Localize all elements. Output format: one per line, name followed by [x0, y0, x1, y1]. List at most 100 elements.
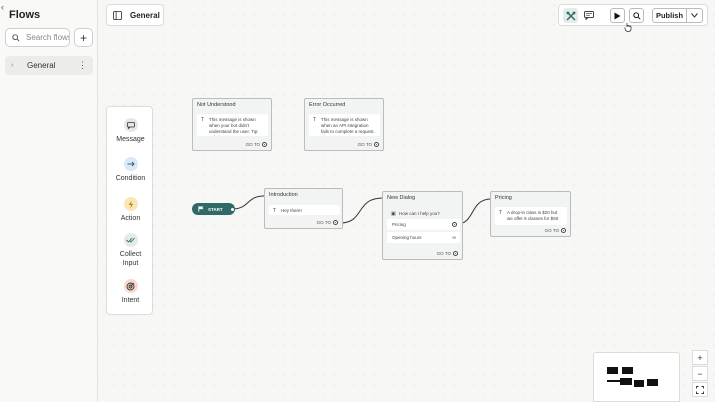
collapse-icon[interactable]: ‹ — [1, 2, 4, 12]
node-message-text: Hey there! — [281, 208, 302, 213]
text-icon: T — [499, 210, 503, 216]
goto-label: GO TO — [316, 220, 331, 225]
output-port-icon[interactable] — [333, 220, 338, 225]
flag-icon — [198, 206, 204, 212]
comments-button[interactable] — [581, 8, 596, 23]
palette-label-intent: Intent — [121, 297, 140, 304]
minus-icon: − — [697, 368, 703, 379]
current-flow-tab[interactable]: General — [106, 4, 164, 26]
zoom-out-button[interactable]: − — [692, 366, 708, 381]
run-button[interactable] — [610, 8, 625, 23]
arrow-right-icon — [123, 157, 138, 171]
palette-label-message: Message — [116, 136, 145, 143]
double-check-icon — [123, 233, 138, 247]
choice-pricing[interactable]: Pricing — [387, 219, 460, 230]
node-message-text: A drop-in class is $20 but we offer 6 cl… — [507, 210, 559, 221]
message-icon — [123, 118, 138, 132]
node-pricing[interactable]: Pricing T A drop-in class is $20 but we … — [490, 191, 571, 237]
tools-button[interactable] — [563, 8, 578, 23]
node-title: Introduction — [269, 192, 298, 198]
play-icon — [614, 12, 621, 19]
node-error-occurred[interactable]: Error Occurred T This message is shown w… — [304, 98, 384, 151]
target-icon — [123, 279, 138, 293]
fit-view-icon — [696, 385, 704, 394]
more-options-icon[interactable]: ⋮ — [78, 60, 87, 70]
sidebar-toggle-icon[interactable] — [113, 10, 122, 20]
palette-label-action: Action — [120, 215, 141, 222]
node-message-text: This message is shown when an API integr… — [321, 117, 375, 136]
chevron-down-icon — [691, 13, 698, 18]
node-introduction[interactable]: Introduction T Hey there! GO TO — [264, 188, 343, 229]
output-port-icon[interactable] — [229, 206, 235, 212]
text-icon: T — [273, 208, 277, 214]
node-question[interactable]: ▣ How can I help you? — [387, 208, 460, 218]
add-flow-button[interactable]: + — [74, 28, 93, 47]
node-palette: Message Condition Action Collect Input I… — [106, 106, 153, 315]
output-port-icon[interactable] — [452, 222, 457, 227]
choice-label: Pricing — [392, 222, 406, 227]
node-new-dialog[interactable]: New Dialog ▣ How can I help you? Pricing… — [382, 191, 463, 260]
publish-button[interactable]: Publish — [652, 8, 687, 23]
goto-handle[interactable]: GO TO — [545, 228, 566, 233]
lightning-icon — [123, 197, 138, 211]
output-port-icon[interactable] — [374, 142, 379, 147]
palette-item-message[interactable]: Message — [107, 118, 154, 144]
node-not-understood[interactable]: Not Understood T This message is shown w… — [192, 98, 272, 151]
choice-opening-hours[interactable]: Opening hours ∞ — [387, 232, 460, 243]
node-message[interactable]: T Hey there! — [269, 205, 340, 215]
sidebar-title: Flows — [9, 9, 41, 21]
minimap-node — [607, 367, 618, 374]
goto-handle[interactable]: GO TO — [358, 142, 379, 147]
hand-cursor-icon — [624, 23, 632, 32]
palette-label-condition: Condition — [115, 175, 146, 182]
chevron-right-icon[interactable]: › — [11, 62, 14, 69]
minimap-node — [622, 367, 633, 374]
goto-label: GO TO — [245, 142, 260, 147]
goto-label: GO TO — [357, 142, 372, 147]
sidebar-item-general[interactable]: › General ⋮ — [5, 56, 93, 75]
comment-icon — [583, 11, 594, 20]
goto-label: GO TO — [544, 228, 559, 233]
text-icon: ▣ — [391, 211, 396, 217]
goto-label: GO TO — [436, 251, 451, 256]
link-icon: ∞ — [452, 234, 456, 241]
goto-handle[interactable]: GO TO — [317, 220, 338, 225]
node-question-text: How can I help you? — [399, 211, 440, 216]
zoom-in-button[interactable]: + — [692, 350, 708, 365]
node-message[interactable]: T This message is shown when an API inte… — [309, 114, 380, 136]
search-icon — [632, 11, 641, 20]
output-port-icon[interactable] — [453, 251, 458, 256]
palette-item-intent[interactable]: Intent — [107, 279, 154, 305]
palette-item-collect-input[interactable]: Collect Input — [107, 233, 154, 268]
palette-label-collect-input: Collect Input — [119, 251, 142, 267]
output-port-icon[interactable] — [561, 228, 566, 233]
sidebar-item-label: General — [27, 61, 56, 70]
node-title: Not Understood — [197, 102, 236, 108]
current-flow-title: General — [130, 10, 160, 20]
node-title: Error Occurred — [309, 102, 346, 108]
palette-item-action[interactable]: Action — [107, 197, 154, 223]
flows-sidebar: ‹ Flows Search flows + › General ⋮ — [0, 0, 98, 402]
text-icon: T — [201, 117, 205, 123]
search-placeholder: Search flows — [26, 33, 70, 42]
node-message-text: This message is shown when your bot didn… — [209, 117, 259, 136]
minimap[interactable] — [593, 352, 680, 402]
start-node[interactable]: START — [192, 203, 235, 215]
text-icon: T — [313, 117, 317, 123]
minimap-node — [620, 378, 632, 385]
search-input[interactable]: Search flows — [5, 28, 70, 47]
search-icon — [12, 33, 20, 42]
choice-label: Opening hours — [392, 235, 422, 240]
goto-handle[interactable]: GO TO — [246, 142, 267, 147]
node-title: Pricing — [495, 195, 512, 201]
goto-handle[interactable]: GO TO — [437, 251, 458, 256]
fit-view-button[interactable] — [692, 382, 708, 397]
node-message[interactable]: T This message is shown when your bot di… — [197, 114, 268, 136]
preview-button[interactable] — [629, 8, 644, 23]
output-port-icon[interactable] — [262, 142, 267, 147]
node-message[interactable]: T A drop-in class is $20 but we offer 6 … — [495, 207, 567, 225]
minimap-node — [607, 380, 621, 382]
minimap-node — [634, 380, 644, 387]
palette-item-condition[interactable]: Condition — [107, 157, 154, 183]
publish-dropdown[interactable] — [687, 8, 703, 23]
